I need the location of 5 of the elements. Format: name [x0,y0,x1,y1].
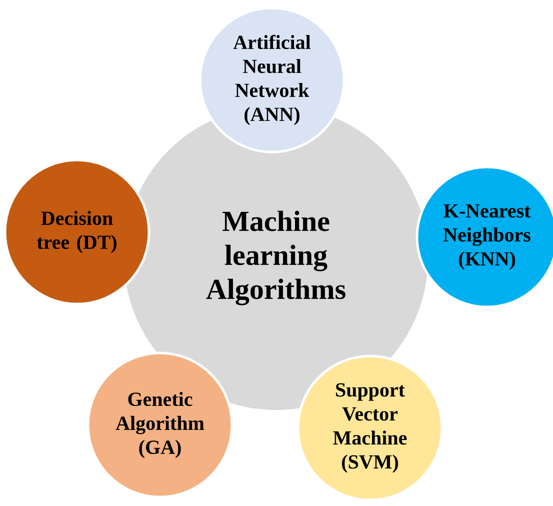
circle-node: Genetic Algorithm (GA) [86,352,234,498]
circle-node: K-Nearest Neighbors (KNN) [416,166,553,308]
circle-node: Artificial Neural Network (ANN) [198,6,346,154]
circle-node: Support Vector Machine (SVM) [296,354,444,502]
circle-node: Decision tree (DT) [4,158,150,306]
